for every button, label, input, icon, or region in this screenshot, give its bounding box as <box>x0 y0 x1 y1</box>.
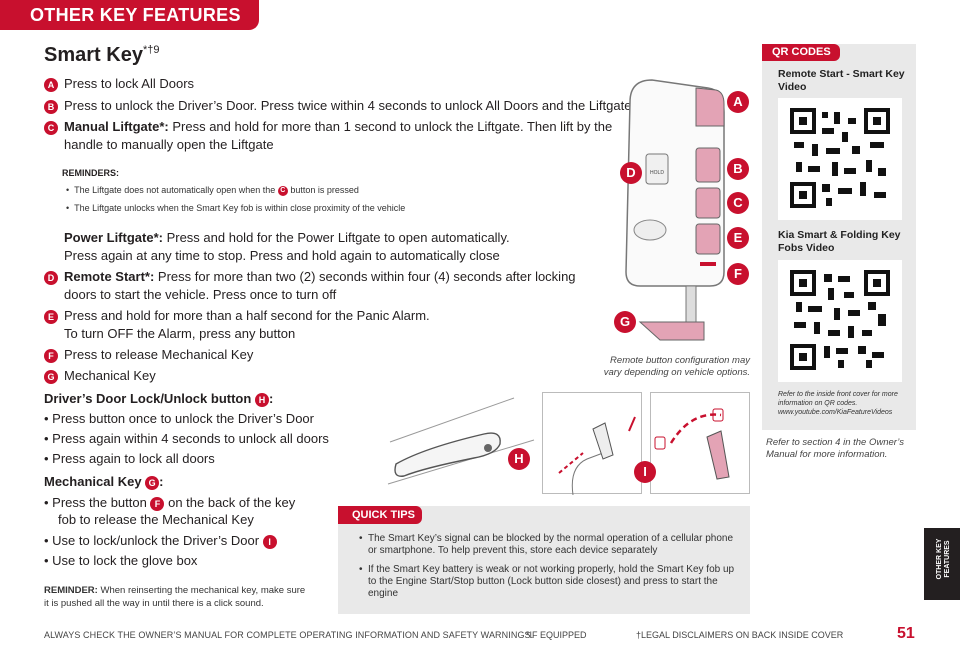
page-title: Smart Key*†9 <box>44 44 160 66</box>
footer-warning: ALWAYS CHECK THE OWNER’S MANUAL FOR COMP… <box>44 630 534 640</box>
door-lock-bullet: • Press button once to unlock the Driver… <box>44 411 314 426</box>
callout-g: G <box>614 311 636 333</box>
mech-key-bullet: • Press the button F on the back of the … <box>44 495 296 511</box>
qr-title-folding-key: Kia Smart & Folding Key Fobs Video <box>778 229 901 254</box>
item-c-cont: handle to manually open the Liftgate <box>64 137 274 152</box>
owner-manual-note: Refer to section 4 in the Owner’s Manual… <box>766 437 904 460</box>
item-d-cont: doors to start the vehicle. Press once t… <box>64 287 337 302</box>
page-number: 51 <box>897 625 915 642</box>
smart-key-illustration: HOLD <box>625 79 725 341</box>
badge-i: I <box>262 534 277 549</box>
key-insert-drawing <box>654 408 730 480</box>
door-handle-illustration <box>387 397 535 485</box>
door-lock-bullet: • Press again to lock all doors <box>44 451 215 466</box>
badge-f-2: F <box>150 496 165 511</box>
remote-config-note: Remote button configuration may vary dep… <box>603 355 750 378</box>
door-lock-heading: Driver’s Door Lock/Unlock button H: <box>44 391 274 407</box>
quick-tip-2: If the Smart Key battery is weak or not … <box>359 564 738 600</box>
mech-key-bullet: • Use to lock/unlock the Driver’s Door I <box>44 532 277 550</box>
callout-d: D <box>620 162 642 184</box>
section-header: OTHER KEY FEATURES <box>0 0 259 30</box>
badge-b: B <box>44 99 58 114</box>
hold-label: HOLD <box>650 170 664 176</box>
badge-g-2: G <box>145 475 160 490</box>
qr-title-remote-start: Remote Start - Smart Key Video <box>778 68 905 93</box>
qr-code-folding-key[interactable] <box>778 260 902 382</box>
reminders-heading: REMINDERS: <box>62 168 120 178</box>
callout-b: B <box>727 158 749 180</box>
reminder-small: REMINDER: When reinserting the mechanica… <box>44 585 306 609</box>
mech-key-heading: Mechanical Key G: <box>44 474 164 490</box>
mech-key-bullet: • Use to lock the glove box <box>44 553 198 568</box>
callout-f: F <box>727 263 749 285</box>
badge-e: E <box>44 309 58 324</box>
badge-c-small: C <box>277 185 288 196</box>
side-tab: OTHER KEY FEATURES <box>924 528 960 600</box>
badge-h: H <box>254 392 269 407</box>
footer-equipped: *IF EQUIPPED <box>526 630 587 640</box>
callout-i: I <box>634 461 656 483</box>
qr-tag: QR CODES <box>762 44 840 61</box>
reminder-1: The Liftgate does not automatically open… <box>66 185 359 196</box>
qr-code-remote-start[interactable] <box>778 98 902 220</box>
mech-key-bullet-cont: fob to release the Mechanical Key <box>58 512 254 527</box>
power-liftgate-cont: Press again at any time to stop. Press a… <box>64 248 500 263</box>
qr-note: Refer to the inside front cover for more… <box>778 391 898 416</box>
qr-code-icon <box>790 108 890 208</box>
callout-a: A <box>727 91 749 113</box>
mech-key-insert-figure <box>650 392 750 494</box>
mech-key-release-figure <box>542 392 642 496</box>
key-release-drawing <box>558 416 636 496</box>
qr-code-icon <box>790 270 890 370</box>
callout-h: H <box>508 448 530 470</box>
footer-legal: †LEGAL DISCLAIMERS ON BACK INSIDE COVER <box>636 630 844 640</box>
quick-tips-tag: QUICK TIPS <box>338 506 422 524</box>
badge-g: G <box>44 369 58 384</box>
item-e-cont: To turn OFF the Alarm, press any button <box>64 326 296 341</box>
badge-f: F <box>44 348 58 363</box>
callout-e: E <box>727 227 749 249</box>
badge-d: D <box>44 270 58 285</box>
reminder-2: The Liftgate unlocks when the Smart Key … <box>66 203 405 213</box>
door-lock-bullet: • Press again within 4 seconds to unlock… <box>44 431 329 446</box>
badge-c: C <box>44 120 58 135</box>
power-liftgate: Power Liftgate*: Press and hold for the … <box>64 230 510 245</box>
quick-tip-1: The Smart Key’s signal can be blocked by… <box>359 533 738 557</box>
badge-a: A <box>44 77 58 92</box>
callout-c: C <box>727 192 749 214</box>
